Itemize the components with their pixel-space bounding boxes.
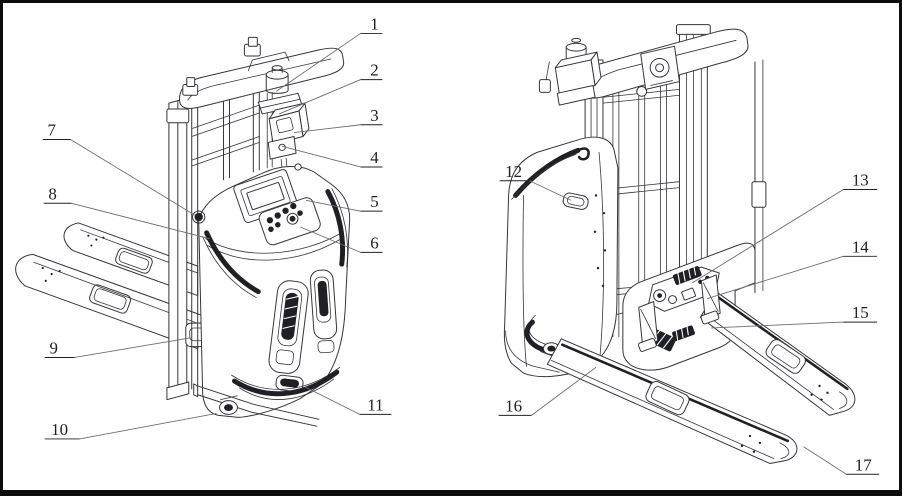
right-view-forks [546,291,856,464]
estop-button [286,212,299,225]
callout-2: 2 [278,61,383,115]
callout-15-number: 15 [852,303,869,322]
callout-13: 13 [692,171,878,284]
lift-motor-part1 [265,65,289,94]
right-fork [699,291,856,416]
callout-1-leader-line [275,33,361,92]
callout-15: 15 [711,303,878,329]
callout-10-number: 10 [51,420,68,439]
callout-6-leader-line [299,226,361,253]
callout-7: 7 [42,121,195,216]
antenna-knob [194,212,203,222]
callout-7-leader-line [70,139,195,216]
callout-16-number: 16 [505,397,522,416]
callout-13-number: 13 [852,171,869,190]
callout-5-leader-line [305,199,361,212]
carriage-sensor-block [672,263,702,285]
mast-pulley [640,45,680,90]
corner-trim-right [325,189,346,267]
button-panel [258,197,321,246]
callout-12-number: 12 [505,162,522,181]
left-view-mast-upright [166,97,190,401]
callout-11-leader-line [304,386,360,415]
front-light-left [268,280,309,374]
lift-sensor-assembly [257,65,310,181]
callout-8-number: 8 [48,184,56,203]
callout-17: 17 [803,446,880,475]
callout-6: 6 [299,226,383,253]
caster-wheel [219,395,238,415]
callout-10: 10 [44,412,217,440]
callout-11: 11 [304,386,392,415]
callout-14: 14 [707,237,878,299]
left-stacker-view [15,36,351,427]
callout-6-number: 6 [370,234,378,253]
callout-2-leader-line [278,79,361,115]
callout-9-leader-line [74,337,191,358]
callout-8-leader-line [71,202,210,240]
callout-14-number: 14 [852,237,869,256]
callout-4: 4 [282,145,383,168]
callout-9-number: 9 [49,339,57,358]
chassis-base [193,366,341,427]
callout-3: 3 [293,106,383,134]
right-stacker-view [503,24,856,464]
callout-17-number: 17 [855,455,872,474]
beam-bracket-left [182,77,199,96]
callout-14-leader-line [707,255,844,299]
callout-4-leader-line [282,145,361,168]
callout-3-number: 3 [370,106,378,125]
callout-13-leader-line [692,189,844,284]
clamp-part4 [267,136,297,181]
callout-11-number: 11 [367,396,383,415]
callout-16: 16 [498,366,597,416]
callout-5: 5 [305,192,383,212]
front-bumper [231,366,341,400]
callout-1: 1 [275,15,383,92]
front-light-right [309,269,338,354]
callout-17-leader-line [803,446,847,475]
body-housing [192,163,351,418]
callout-10-leader-line [79,412,217,440]
callout-3-leader-line [293,124,361,134]
right-view-body-housing [503,136,619,378]
callout-12-leader-line [529,180,572,201]
callout-4-number: 4 [370,148,379,167]
callout-1-number: 1 [370,15,378,34]
right-view-sensor-assembly [538,37,602,106]
callout-7-number: 7 [47,121,55,140]
carriage-lower-slot [672,324,695,342]
corner-trim-left [204,230,261,295]
callout-2-number: 2 [370,61,378,80]
callout-5-number: 5 [370,192,378,211]
callout-8: 8 [43,184,210,240]
body-port [562,192,589,210]
callout-15-leader-line [711,321,844,329]
right-view-overhead-beam [578,28,749,99]
overhead-beam [179,36,345,109]
callout-9: 9 [44,337,191,358]
callout-12: 12 [499,162,572,201]
beam-bracket-right [243,36,261,57]
callout-16-leader-line [531,366,597,416]
